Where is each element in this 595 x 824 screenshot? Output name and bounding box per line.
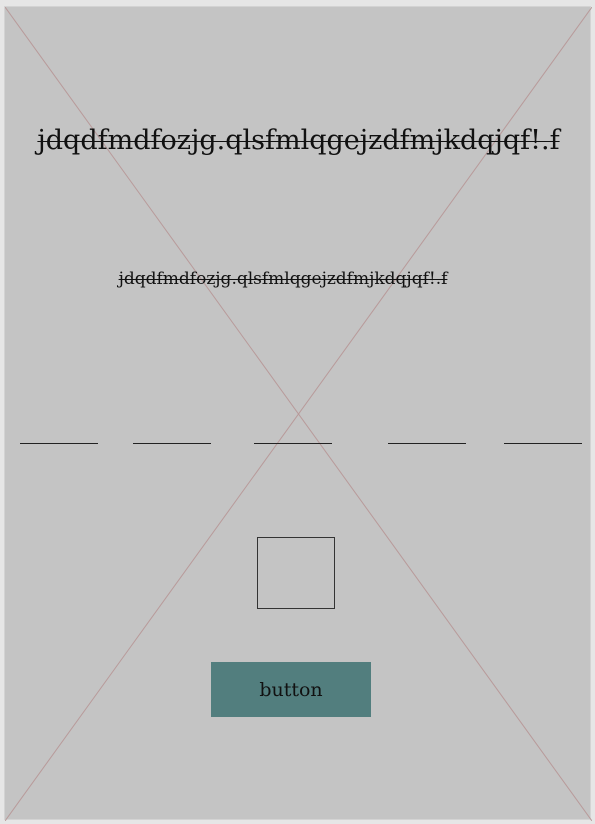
wireframe-canvas: jdqdfmdfozjg.qlsfmlqgejzdfmjkdqjqf!.f jd… [4,6,592,821]
primary-button[interactable]: button [211,662,371,717]
blank-field-5[interactable] [504,443,582,444]
page-title: jdqdfmdfozjg.qlsfmlqgejzdfmjkdqjqf!.f [37,125,560,156]
cross-line-diagonal-b [5,7,592,821]
blank-field-1[interactable] [20,443,98,444]
page-subtitle: jdqdfmdfozjg.qlsfmlqgejzdfmjkdqjqf!.f [118,269,448,289]
blank-field-2[interactable] [133,443,211,444]
blank-field-4[interactable] [388,443,466,444]
blank-field-3[interactable] [254,443,332,444]
checkbox[interactable] [257,537,335,609]
placeholder-cross [5,7,592,821]
